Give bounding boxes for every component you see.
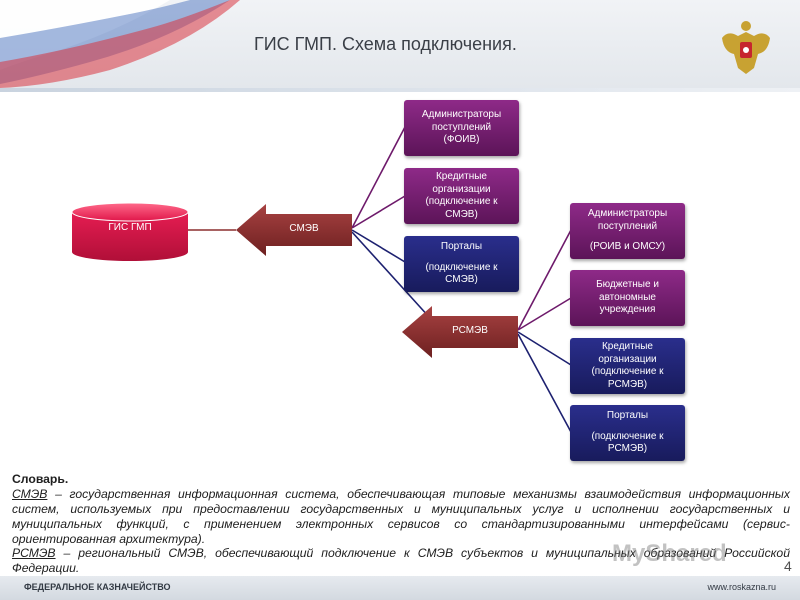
rsmev-box-portals: Порталы (подключение к РСМЭВ) (570, 405, 685, 461)
smev-box-credit-orgs: Кредитные организации (подключение к СМЭ… (404, 168, 519, 224)
slide-footer: ФЕДЕРАЛЬНОЕ КАЗНАЧЕЙСТВО www.roskazna.ru (0, 576, 800, 600)
smev-arrow (236, 204, 352, 256)
rsmev-box-admins-roiv: Администраторы поступлений (РОИВ и ОМСУ) (570, 203, 685, 259)
box-text: Бюджетные и автономные учреждения (596, 279, 659, 316)
rsmev-label: РСМЭВ (452, 325, 488, 336)
flag-decoration (0, 0, 240, 88)
dictionary-section: Словарь. СМЭВ – государственная информац… (12, 472, 790, 576)
smev-box-admins-foiv: Администраторы поступлений (ФОИВ) (404, 100, 519, 156)
box-text: (подключение к СМЭВ) (425, 261, 498, 286)
rsmev-box-budget-institutions: Бюджетные и автономные учреждения (570, 270, 685, 326)
rsmev-box-credit-orgs: Кредитные организации (подключение к РСМ… (570, 338, 685, 394)
rsmev-arrow (402, 306, 518, 358)
smev-label: СМЭВ (289, 223, 319, 234)
box-text: Кредитные организации (подключение к РСМ… (591, 341, 664, 390)
box-text: Порталы (440, 241, 483, 253)
smev-box-portals: Порталы (подключение к СМЭВ) (404, 236, 519, 292)
box-text: (ФОИВ) (443, 134, 480, 146)
eagle-emblem-icon (722, 21, 770, 74)
box-text: Администраторы поступлений (421, 109, 502, 133)
footer-organization: ФЕДЕРАЛЬНОЕ КАЗНАЧЕЙСТВО (24, 582, 171, 592)
box-text: Порталы (606, 410, 649, 422)
dictionary-term: СМЭВ (12, 486, 48, 501)
footer-website-link[interactable]: www.roskazna.ru (707, 582, 776, 592)
page-number: 4 (784, 558, 792, 574)
dictionary-entry-rsmev: РСМЭВ – региональный СМЭВ, обеспечивающи… (12, 546, 790, 576)
box-text: Кредитные организации (подключение к СМЭ… (425, 171, 498, 220)
header-divider (0, 88, 800, 92)
box-text: (подключение к РСМЭВ) (591, 430, 664, 455)
dictionary-definition: – региональный СМЭВ, обеспечивающий подк… (12, 546, 790, 576)
watermark: MyShared (612, 540, 727, 567)
dictionary-definition: – государственная информационная система… (12, 486, 790, 546)
gis-gmp-database-icon (71, 202, 189, 261)
dictionary-heading: Словарь. (12, 472, 69, 486)
box-text: Администраторы поступлений (587, 208, 668, 232)
dictionary-term: РСМЭВ (12, 546, 56, 561)
slide-header: ГИС ГМП. Схема подключения. (0, 0, 800, 88)
box-text: (РОИВ и ОМСУ) (589, 241, 666, 253)
diagram-connectors (71, 126, 572, 433)
dictionary-entry-smev: СМЭВ – государственная информационная си… (12, 487, 790, 547)
gis-gmp-label: ГИС ГМП (108, 222, 152, 233)
slide-title: ГИС ГМП. Схема подключения. (254, 34, 517, 54)
connection-diagram: ГИС ГМП СМЭВ РСМЭВ Администраторы поступ… (0, 92, 800, 472)
